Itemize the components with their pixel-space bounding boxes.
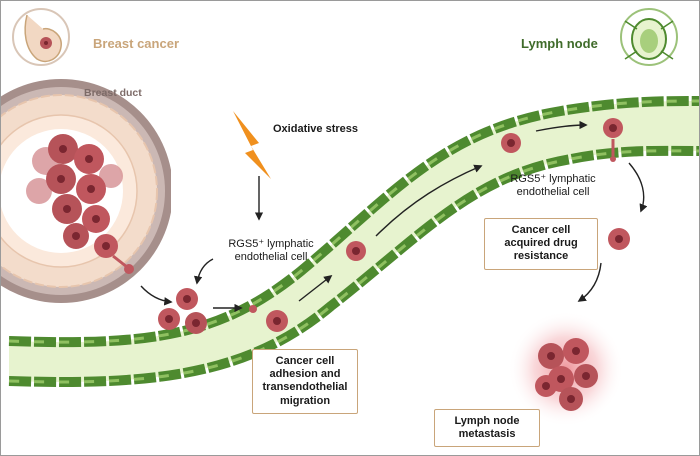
drug-resistance-box: Cancer cell acquired drug resistance bbox=[484, 218, 598, 270]
breast-cancer-title: Breast cancer bbox=[93, 36, 179, 51]
tumor-cluster bbox=[26, 134, 134, 274]
metastasis-box: Lymph node metastasis bbox=[434, 409, 540, 448]
lightning-bolt-icon bbox=[233, 111, 271, 179]
breast-icon bbox=[12, 8, 70, 66]
lymph-node-title: Lymph node bbox=[521, 36, 598, 51]
flow-arrows bbox=[140, 120, 648, 313]
cancer-cells-transit bbox=[158, 118, 630, 334]
adhesion-box: Cancer cell adhesion and transendothelia… bbox=[252, 349, 358, 414]
oxidative-stress-label: Oxidative stress bbox=[273, 123, 358, 135]
rgs5-cell-label-2: RGS5⁺ lymphatic endothelial cell bbox=[510, 173, 596, 198]
breast-duct-label: Breast duct bbox=[84, 87, 142, 99]
lymph-node-icon bbox=[620, 8, 678, 66]
rgs5-cell-label-1: RGS5⁺ lymphatic endothelial cell bbox=[228, 238, 314, 263]
metastasis-cluster bbox=[508, 311, 624, 427]
